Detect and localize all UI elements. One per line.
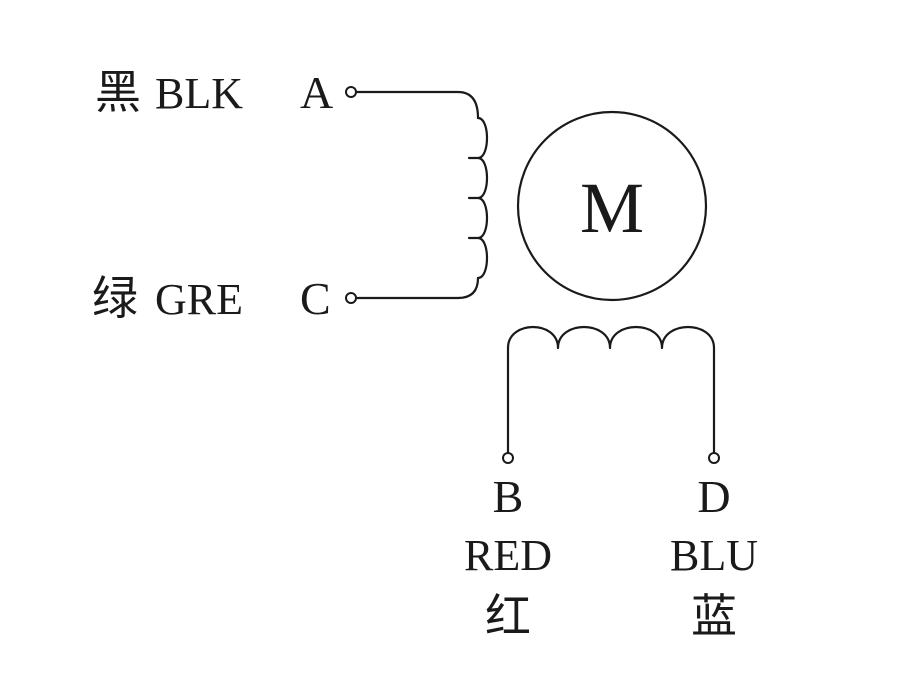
- label-d-letter: D: [697, 471, 730, 522]
- label-c-color-en: GRE: [155, 275, 243, 324]
- label-b-color-cn: 红: [485, 589, 531, 643]
- terminal-b: [502, 452, 514, 464]
- label-c-letter: C: [300, 273, 331, 324]
- winding-b-d: [502, 326, 720, 464]
- label-a-color-cn: 黑: [95, 65, 141, 119]
- motor-circle: [516, 110, 708, 302]
- wire-a: [355, 90, 480, 120]
- terminal-c: [345, 292, 357, 304]
- label-a-letter: A: [300, 67, 333, 118]
- winding-a-c: [345, 86, 489, 304]
- label-b-letter: B: [493, 471, 524, 522]
- wire-c: [355, 276, 480, 300]
- label-d-color-en: BLU: [670, 531, 758, 580]
- terminal-a: [345, 86, 357, 98]
- coil-horizontal: [506, 326, 716, 454]
- terminal-d: [708, 452, 720, 464]
- motor-symbol: M: [580, 168, 644, 248]
- label-a-color-en: BLK: [155, 69, 243, 118]
- label-b-color-en: RED: [464, 531, 552, 580]
- label-c-color-cn: 绿: [92, 271, 138, 325]
- coil-vertical: [467, 116, 489, 280]
- label-d-color-cn: 蓝: [691, 589, 737, 643]
